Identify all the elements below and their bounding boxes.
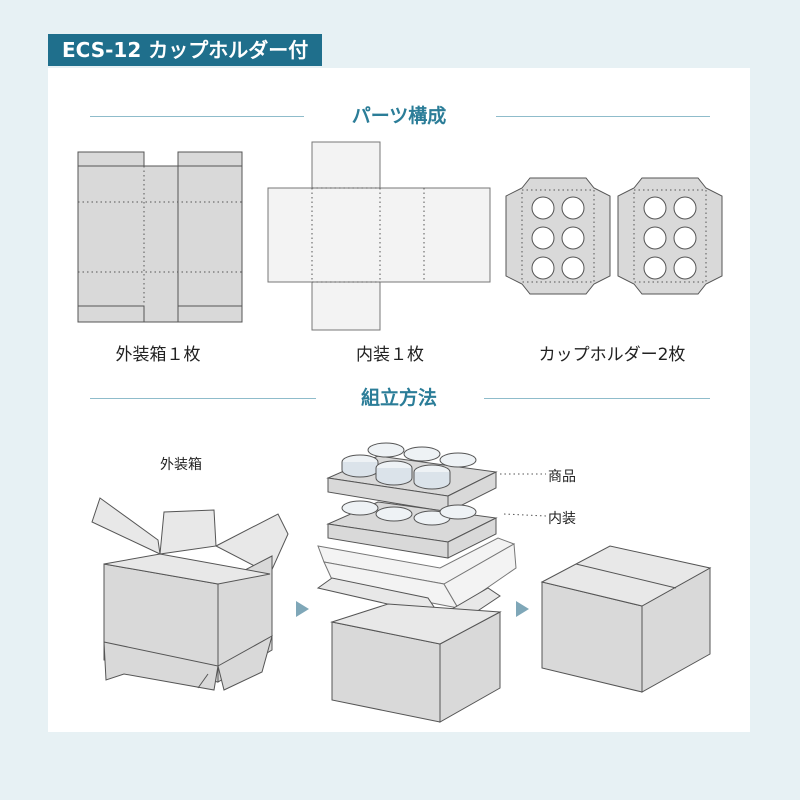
closed-box (540, 545, 712, 693)
parts-section-heading: パーツ構成 (351, 105, 447, 127)
inner-label: 内装 (548, 511, 576, 527)
assembly-section-heading: 組立方法 (360, 387, 437, 409)
assembly-section-header: 組立方法 (48, 384, 750, 412)
part-label-cup-holder: カップホルダー2枚 (538, 345, 686, 365)
cup-holder-with-products-top (326, 442, 498, 513)
content-panel: パーツ構成 組立方法 外装箱１枚 内装１枚 カップホルダー2枚 外装箱 商品 内… (48, 68, 750, 732)
page-title: ECS-12 カップホルダー付 (48, 34, 323, 66)
outer-box-flat (77, 151, 243, 323)
divider-left (90, 398, 316, 399)
divider-right (496, 116, 710, 117)
cup-holder-flat-1 (505, 177, 611, 295)
cup-holder-flat-2 (617, 177, 723, 295)
parts-section-header: パーツ構成 (48, 102, 750, 130)
outer-box-label: 外装箱 (160, 457, 202, 473)
diagram-canvas: .bx{fill:#d9d9d9;stroke:#555;stroke-widt… (77, 141, 723, 723)
part-label-inner: 内装１枚 (356, 345, 424, 365)
inner-flat (267, 141, 491, 331)
divider-right (484, 398, 710, 399)
part-label-outer-box: 外装箱１枚 (115, 345, 201, 365)
step-arrow-2 (516, 601, 529, 617)
cup-holder-with-products-bottom (326, 500, 498, 559)
outer-box-with-contents (316, 577, 502, 723)
divider-left (90, 116, 304, 117)
step-arrow-1 (296, 601, 309, 617)
inner-folded (317, 537, 517, 609)
product-label: 商品 (548, 469, 576, 485)
open-outer-box (91, 497, 289, 691)
